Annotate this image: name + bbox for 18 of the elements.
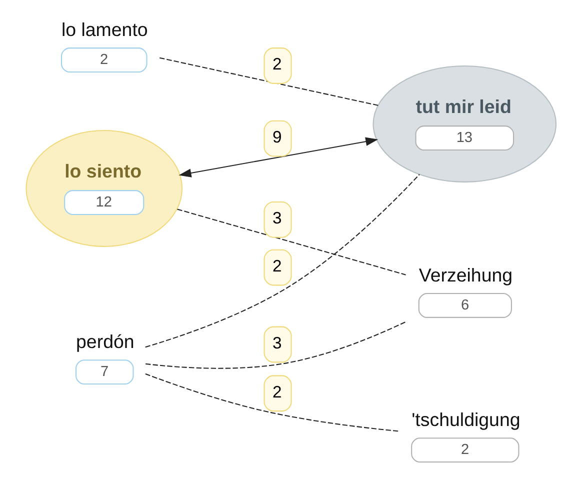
edge-label: 9 <box>272 128 282 147</box>
connector <box>145 321 406 369</box>
node-ellipse: tut mir leid 13 <box>372 66 557 182</box>
arrow <box>178 137 378 178</box>
node-label: perdón <box>76 331 134 352</box>
node-ellipse: lo siento 12 <box>26 130 183 247</box>
connector <box>159 57 378 106</box>
edge-label: 3 <box>272 333 282 352</box>
connector <box>145 174 420 348</box>
edge-label: 2 <box>272 382 282 402</box>
connector <box>145 373 398 432</box>
connector <box>177 208 406 276</box>
edge-label: 2 <box>272 256 282 276</box>
edge-label: 2 <box>272 54 282 74</box>
node-label: Verzeihung <box>418 264 513 286</box>
node-label: lo lamento <box>61 19 148 40</box>
edge-label: 3 <box>272 208 282 228</box>
node-label: 'tschuldigung <box>412 409 520 430</box>
